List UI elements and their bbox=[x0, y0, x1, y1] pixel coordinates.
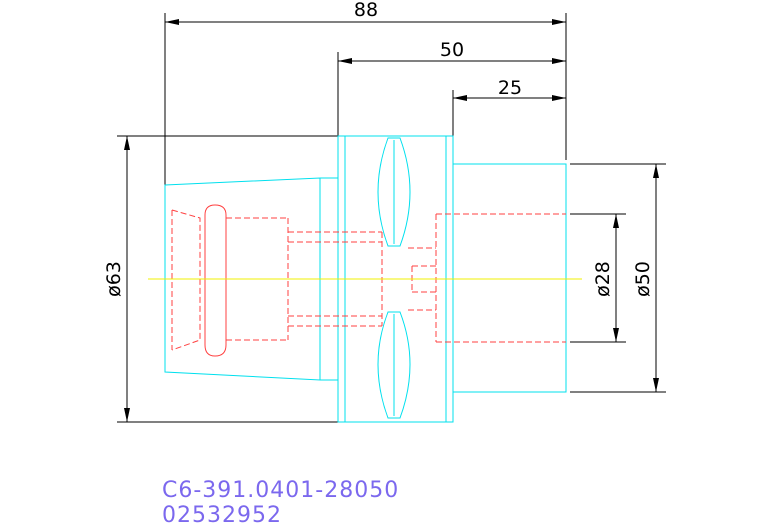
dimension-dia-28-label: ø28 bbox=[592, 261, 614, 297]
dimension-dia-50-label: ø50 bbox=[632, 261, 654, 297]
part-code: C6-391.0401-28050 bbox=[162, 478, 399, 503]
dimension-dia-63-label: ø63 bbox=[103, 261, 125, 297]
hidden-lines bbox=[171, 204, 566, 357]
dimension-50: 50 bbox=[337, 39, 566, 136]
dimension-88-label: 88 bbox=[354, 0, 378, 21]
dimension-dia-28: ø28 bbox=[570, 213, 626, 343]
part-number: 02532952 bbox=[162, 503, 282, 523]
dimension-25-label: 25 bbox=[498, 77, 522, 99]
dimension-dia-63: ø63 bbox=[103, 135, 338, 423]
dimension-dia-50: ø50 bbox=[570, 163, 666, 393]
dimension-50-label: 50 bbox=[440, 39, 464, 61]
dimension-25: 25 bbox=[452, 77, 566, 136]
dimension-88: 88 bbox=[164, 0, 567, 185]
